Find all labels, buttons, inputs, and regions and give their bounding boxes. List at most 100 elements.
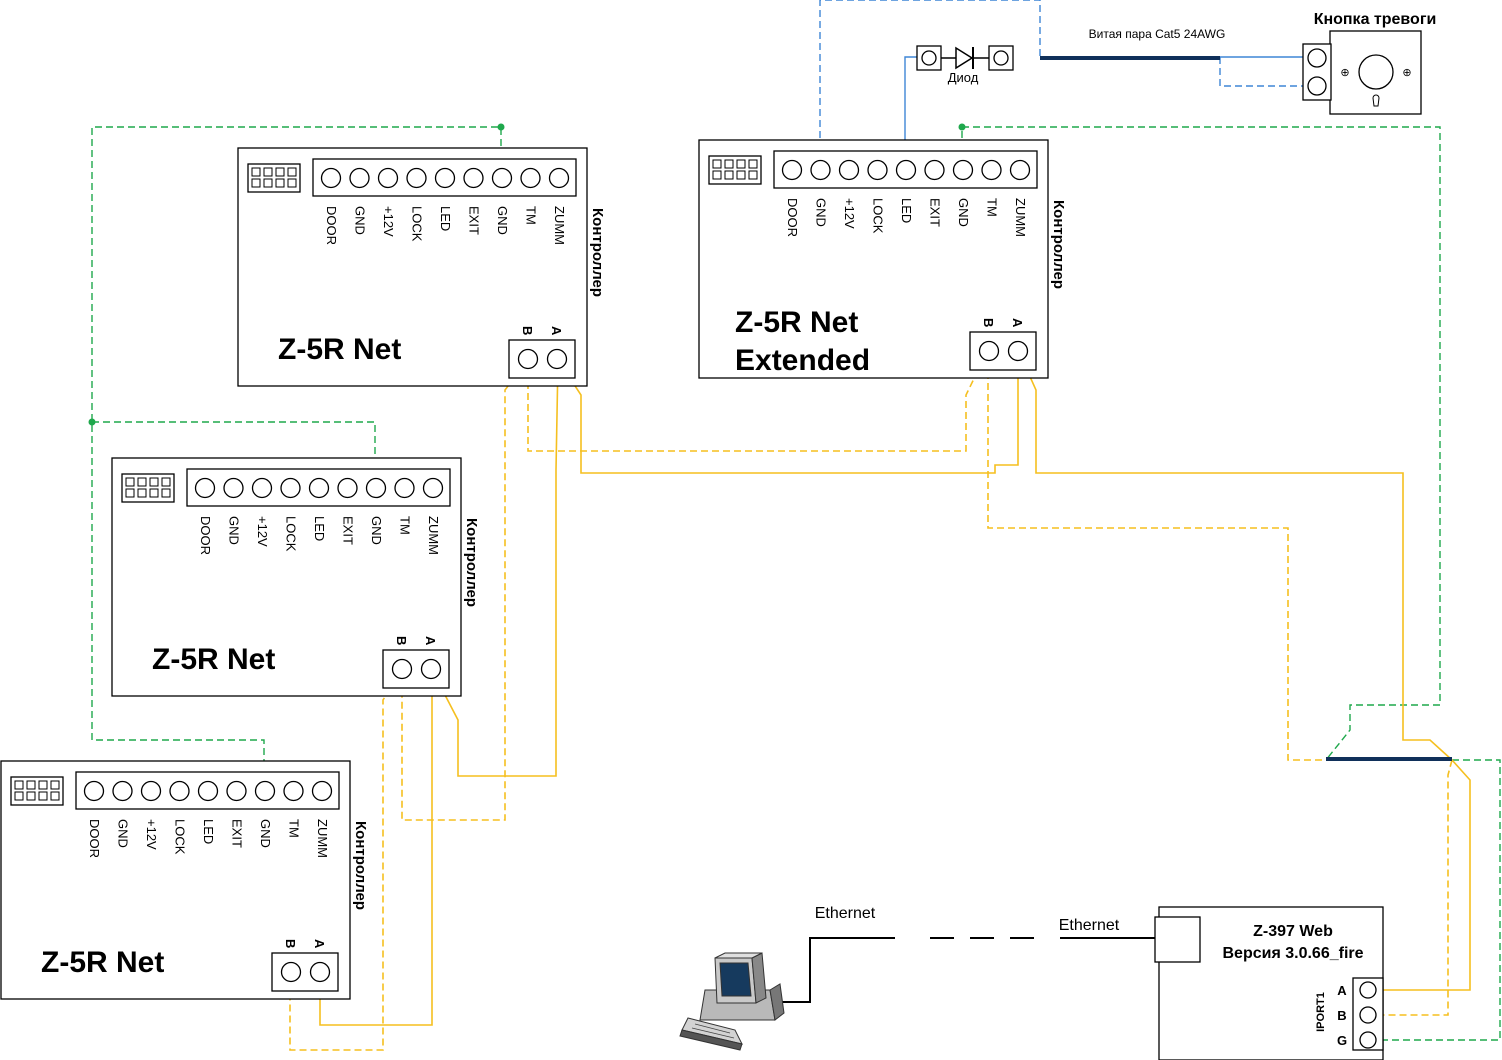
- terminal-pin: [520, 167, 541, 189]
- svg-text:⊕: ⊕: [1340, 67, 1349, 79]
- diode-label: Диод: [948, 70, 979, 85]
- terminal-pin: [895, 159, 917, 181]
- terminal-pin: [781, 159, 803, 181]
- terminal-pin: [810, 159, 831, 181]
- terminal-label: LOCK: [410, 206, 425, 242]
- controller-model: Z-5R Net: [41, 946, 164, 979]
- terminal-label: DOOR: [198, 516, 213, 555]
- terminal-pin: [320, 167, 342, 189]
- terminal-label: DOOR: [324, 206, 339, 245]
- terminal-label: GND: [116, 819, 131, 848]
- desktop-computer-icon: [679, 952, 785, 1051]
- terminal-pin: [1009, 159, 1031, 181]
- terminal-label: EXIT: [341, 516, 356, 545]
- terminal-label: LOCK: [173, 819, 188, 855]
- terminal-label: GND: [956, 198, 971, 227]
- terminal-pin: [337, 477, 358, 499]
- terminal-label: LED: [438, 206, 453, 231]
- terminal-label: GND: [258, 819, 273, 848]
- terminal-label: LED: [899, 198, 914, 223]
- terminal-pin: [463, 167, 484, 189]
- pin-g-label: G: [1337, 1033, 1347, 1048]
- pin-header-icon: [10, 776, 64, 806]
- pin-a: [309, 961, 331, 983]
- terminal-label: GND: [369, 516, 384, 545]
- terminal-pin: [283, 780, 304, 802]
- ethernet-label-right: Ethernet: [1059, 917, 1120, 934]
- terminal-pin: [952, 159, 974, 181]
- controller-caption: Контроллер: [589, 208, 606, 297]
- label-b: B: [394, 636, 409, 645]
- terminal-label: EXIT: [230, 819, 245, 848]
- terminal-label: EXIT: [467, 206, 482, 235]
- controller-caption: Контроллер: [1050, 200, 1067, 289]
- terminal-pin: [226, 780, 247, 802]
- controller-model: Z-5R Net: [152, 643, 275, 676]
- label-a: A: [549, 326, 564, 336]
- web-module-title: Z-397 Web: [1253, 923, 1333, 940]
- terminal-label: GND: [495, 206, 510, 235]
- terminal-pin: [434, 167, 456, 189]
- terminal-label: TM: [985, 198, 1000, 217]
- label-b: B: [283, 939, 298, 948]
- pin-a: [1007, 340, 1029, 362]
- port-label: IPORT1: [1315, 992, 1327, 1032]
- terminal-label: TM: [524, 206, 539, 225]
- controller-model: Extended: [735, 344, 870, 377]
- junction-dot: [88, 418, 96, 426]
- pin-header-icon: [247, 163, 301, 193]
- label-a: A: [423, 636, 438, 646]
- pin-a: [546, 348, 568, 370]
- terminal-pin: [112, 780, 133, 802]
- terminal-label: GND: [227, 516, 242, 545]
- ethernet-port: [1154, 916, 1201, 963]
- label-a: A: [1010, 318, 1025, 328]
- terminal-pin: [377, 167, 399, 189]
- terminal-label: +12V: [842, 198, 857, 229]
- terminal-label: DOOR: [87, 819, 102, 858]
- ethernet-wires: [772, 937, 1155, 1003]
- terminal-label: GND: [814, 198, 829, 227]
- controller-model: Z-5R Net: [735, 306, 858, 339]
- diode-icon: [916, 45, 1014, 71]
- terminal-label: +12V: [144, 819, 159, 850]
- cable-label: Витая пара Cat5 24AWG: [1089, 27, 1226, 41]
- terminal-pin: [197, 780, 219, 802]
- svg-text:⊕: ⊕: [1402, 67, 1411, 79]
- terminal-pin: [422, 477, 444, 499]
- terminal-label: GND: [353, 206, 368, 235]
- ethernet-label-left: Ethernet: [815, 905, 876, 922]
- alarm-button-title: Кнопка тревоги: [1314, 11, 1437, 28]
- pin-b-label: B: [1337, 1008, 1346, 1023]
- terminal-pin: [83, 780, 105, 802]
- junction-dot: [958, 123, 966, 131]
- junction-dot: [497, 123, 505, 131]
- terminal-pin: [924, 159, 945, 181]
- terminal-pin: [194, 477, 216, 499]
- pin-a: [420, 658, 442, 680]
- terminal-label: ZUMM: [315, 819, 330, 858]
- pin-a-label: A: [1337, 983, 1347, 998]
- terminal-pin: [223, 477, 244, 499]
- terminal-pin: [867, 159, 888, 181]
- terminal-pin: [311, 780, 333, 802]
- controller-caption: Контроллер: [352, 821, 369, 910]
- terminal-label: LOCK: [284, 516, 299, 552]
- terminal-label: ZUMM: [426, 516, 441, 555]
- terminal-label: ZUMM: [1013, 198, 1028, 237]
- terminal-pin: [406, 167, 427, 189]
- terminal-label: LED: [312, 516, 327, 541]
- pin-b: [391, 658, 413, 680]
- terminal-pin: [394, 477, 415, 499]
- terminal-pin: [254, 780, 276, 802]
- controller-model: Z-5R Net: [278, 333, 401, 366]
- pin-b: [280, 961, 302, 983]
- pin-b: [978, 340, 1000, 362]
- alarm-wires: [819, 0, 1303, 160]
- terminal-label: LED: [201, 819, 216, 844]
